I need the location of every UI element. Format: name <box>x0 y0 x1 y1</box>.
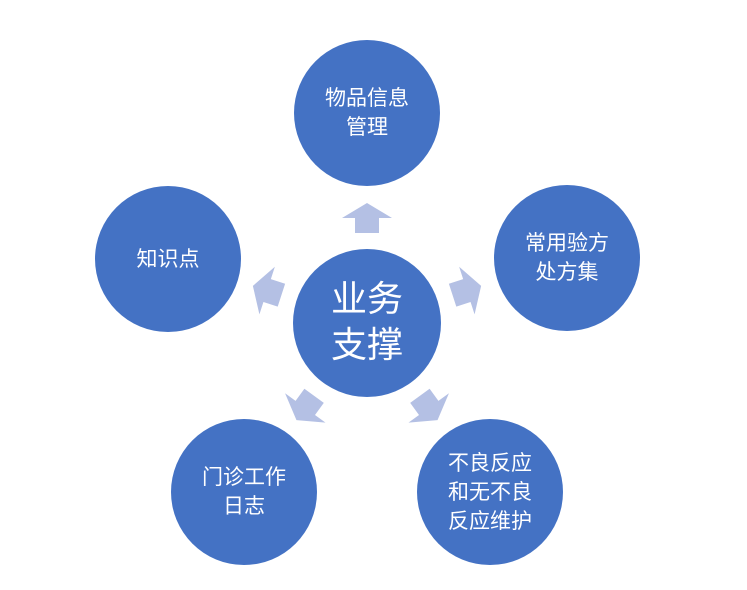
arrow-icon <box>342 203 392 233</box>
node-label-line: 不良反应 <box>448 450 532 475</box>
node-item-info-management: 物品信息 管理 <box>294 40 440 186</box>
node-label-line: 处方集 <box>535 260 599 284</box>
node-outpatient-work-log: 门诊工作 日志 <box>171 419 317 565</box>
node-label-line: 管理 <box>346 115 388 139</box>
node-label-line: 常用验方 <box>525 231 609 255</box>
center-node-business-support: 业务 支撑 <box>293 249 441 397</box>
arrow-icon <box>448 266 482 315</box>
arrow-icon <box>252 266 286 315</box>
center-label-line: 业务 <box>330 279 403 320</box>
node-label-line: 知识点 <box>136 246 200 271</box>
node-label-line: 物品信息 <box>325 86 409 110</box>
node-label-line: 门诊工作 <box>202 465 286 489</box>
node-label-line: 日志 <box>223 494 265 518</box>
arrow-icon <box>285 388 326 423</box>
node-label-line: 和无不良 <box>448 479 532 504</box>
arrow-icon <box>408 388 449 423</box>
node-adverse-reaction-maintenance: 不良反应 和无不良 反应维护 <box>417 419 563 565</box>
node-common-prescriptions: 常用验方 处方集 <box>494 185 640 331</box>
node-label-line: 反应维护 <box>448 508 532 533</box>
center-label-line: 支撑 <box>330 325 403 366</box>
node-knowledge-points: 知识点 <box>95 186 241 332</box>
